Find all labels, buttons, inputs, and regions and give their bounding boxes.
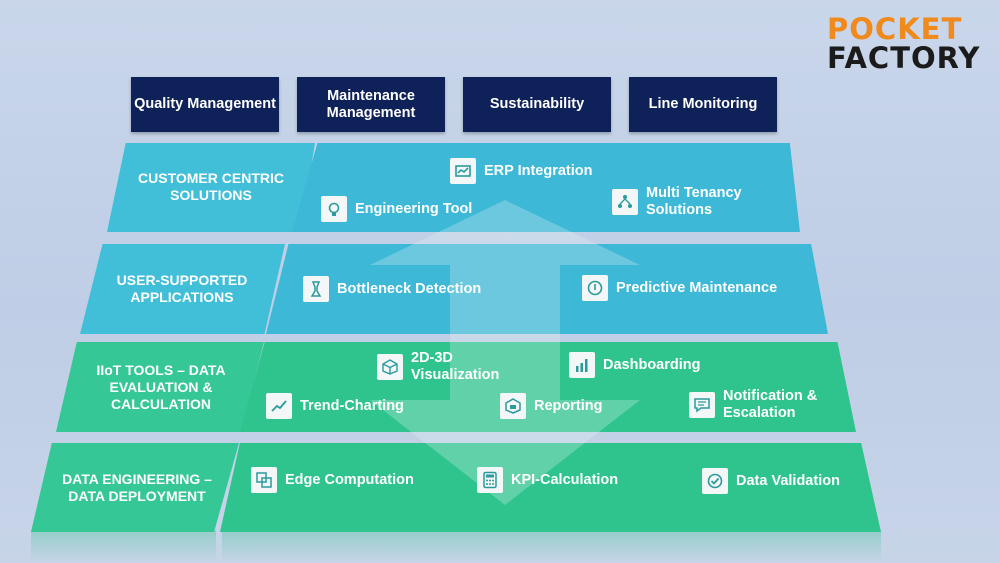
item-data-validation-label: Data Validation xyxy=(736,472,840,489)
bottleneck-icon xyxy=(303,276,329,302)
item-engineering-tool: Engineering Tool xyxy=(321,196,472,222)
item-engineering-tool-label: Engineering Tool xyxy=(355,200,473,217)
erp-icon xyxy=(450,158,476,184)
item-edge-computation: Edge Computation xyxy=(251,467,414,493)
row-label-user-supported: USER-SUPPORTED APPLICATIONS xyxy=(116,272,248,305)
row-label-customer-centric: CUSTOMER CENTRIC SOLUTIONS xyxy=(138,170,284,203)
item-dashboarding-label: Dashboarding xyxy=(603,356,701,373)
item-notification-escalation: Notification & Escalation xyxy=(689,388,838,422)
item-predictive-maintenance-label: Predictive Maintenance xyxy=(616,279,778,296)
tile-iiot-content xyxy=(240,342,856,432)
layers-icon xyxy=(251,467,277,493)
bar-chart-icon xyxy=(569,352,595,378)
item-bottleneck-detection: Bottleneck Detection xyxy=(303,276,481,302)
item-predictive-maintenance: Predictive Maintenance xyxy=(582,275,777,301)
people-network-icon xyxy=(612,189,638,215)
column-sustainability: Sustainability xyxy=(463,77,611,132)
check-circle-icon xyxy=(702,468,728,494)
message-icon xyxy=(689,392,715,418)
logo-line-factory: FACTORY xyxy=(827,41,981,75)
tile-customer-content xyxy=(292,143,800,232)
item-trend-charting-label: Trend-Charting xyxy=(300,397,404,414)
item-kpi-calculation: KPI-Calculation xyxy=(477,467,618,493)
tile-user-content xyxy=(266,244,828,334)
pocket-factory-logo: POCKET FACTORY xyxy=(827,14,992,74)
item-erp-integration-label: ERP Integration xyxy=(484,162,593,179)
report-cube-icon xyxy=(500,393,526,419)
column-line-monitoring: Line Monitoring xyxy=(629,77,777,132)
column-quality-management: Quality Management xyxy=(131,77,279,132)
tile-customer-label xyxy=(107,143,315,232)
cube-icon xyxy=(377,354,403,380)
item-multi-tenancy: Multi Tenancy Solutions xyxy=(612,185,761,219)
tile-data-content xyxy=(220,443,881,532)
tile-user-label xyxy=(80,244,285,334)
item-reporting-label: Reporting xyxy=(534,397,603,414)
item-trend-charting: Trend-Charting xyxy=(266,393,404,419)
alert-circle-icon xyxy=(582,275,608,301)
item-2d-3d-visualization-label: 2D-3D Visualization xyxy=(411,350,500,383)
lightbulb-icon xyxy=(321,196,347,222)
item-data-validation: Data Validation xyxy=(702,468,840,494)
trend-line-icon xyxy=(266,393,292,419)
tile-iiot-label xyxy=(56,342,264,432)
reflection-left xyxy=(31,530,216,563)
item-dashboarding: Dashboarding xyxy=(569,352,700,378)
row-label-iiot-tools: IIoT TOOLS – DATA EVALUATION & CALCULATI… xyxy=(96,361,226,412)
row-label-data-engineering: DATA ENGINEERING – DATA DEPLOYMENT xyxy=(62,471,212,504)
column-maintenance-management: Maintenance Management xyxy=(297,77,445,132)
item-bottleneck-detection-label: Bottleneck Detection xyxy=(337,280,482,297)
reflection-right xyxy=(222,530,881,563)
item-kpi-calculation-label: KPI-Calculation xyxy=(511,471,619,488)
tile-data-label xyxy=(31,443,239,532)
item-multi-tenancy-label: Multi Tenancy Solutions xyxy=(646,185,742,218)
item-erp-integration: ERP Integration xyxy=(450,158,593,184)
item-edge-computation-label: Edge Computation xyxy=(285,471,414,488)
calculator-icon xyxy=(477,467,503,493)
logo-line-pocket: POCKET xyxy=(827,12,963,46)
item-2d-3d-visualization: 2D-3D Visualization xyxy=(377,350,511,384)
item-reporting: Reporting xyxy=(500,393,602,419)
item-notification-escalation-label: Notification & Escalation xyxy=(723,388,818,421)
